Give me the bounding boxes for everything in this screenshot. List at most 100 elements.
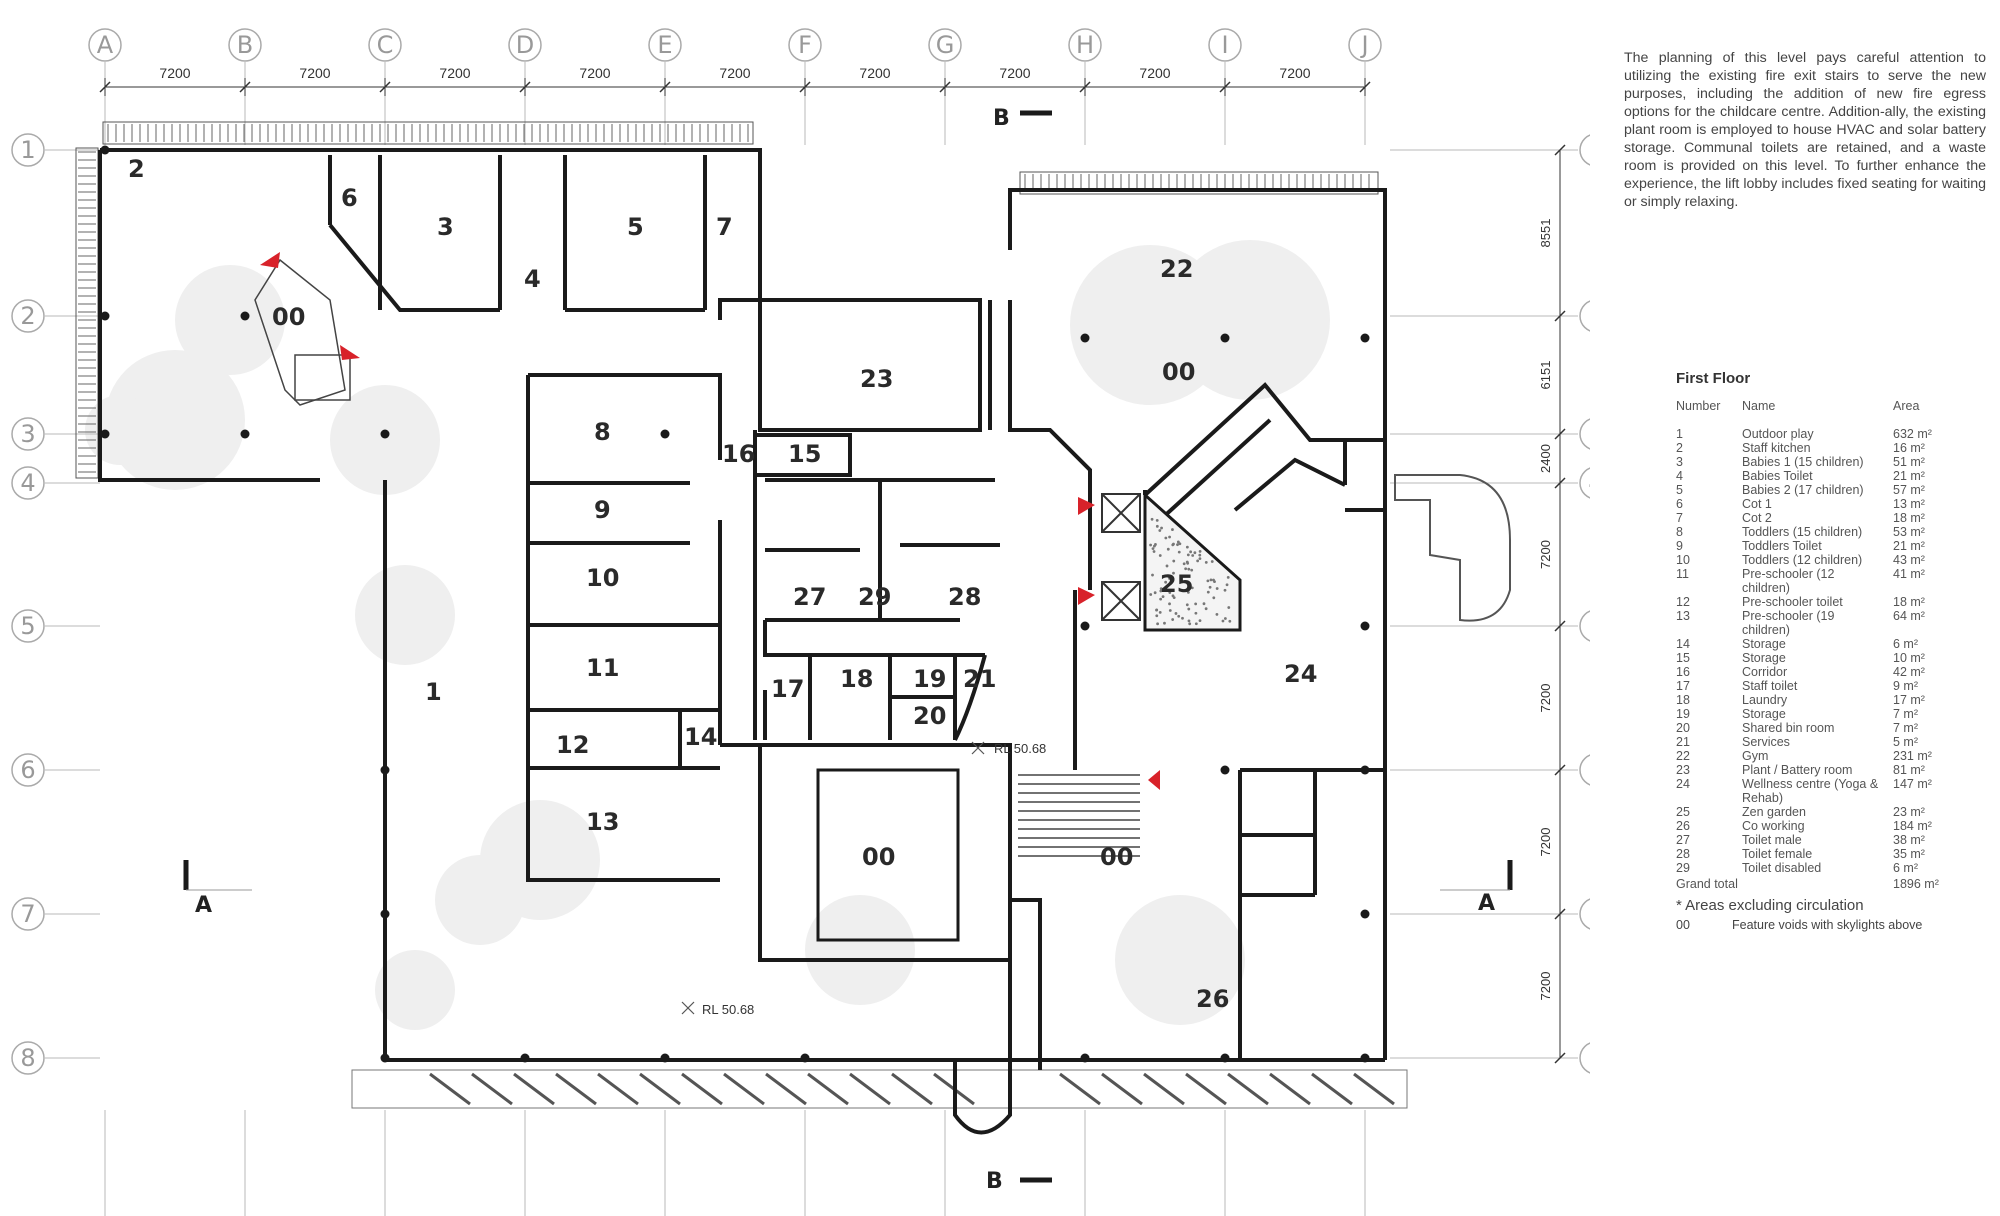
grid-bubble [1579,754,1590,786]
gravel-dot [1187,619,1191,623]
grid-bubble [1579,898,1590,930]
gravel-dot [1189,550,1193,554]
stair-00-right [1018,774,1140,857]
grid-column-label: G [936,31,955,59]
room-area: 632 m² [1893,427,1932,441]
gravel-dot [1172,559,1176,563]
direction-markers [260,252,1160,790]
zen-garden-gravel [1149,517,1232,626]
gravel-dot [1196,559,1200,563]
louvre [1353,1072,1395,1106]
dimension-tick [1554,620,1566,632]
dimension-value: 7200 [1279,65,1310,81]
schedule-header-name: Name [1742,399,1776,413]
gravel-dot [1152,550,1156,553]
louvre [1311,1072,1353,1106]
grid-row-label: 1 [20,136,35,164]
room-area: 57 m² [1893,483,1925,497]
gravel-dot [1155,614,1159,618]
gravel-dot [1221,619,1225,623]
gravel-dot [1151,573,1154,577]
gravel-dot [1204,607,1208,611]
level-label: RL 50.68 [994,741,1046,756]
grid-column-label: F [798,31,812,59]
room-name: Toilet female [1742,847,1813,861]
gravel-dot [1198,619,1202,622]
grid-bubble [11,897,45,931]
gravel-dot [1153,591,1157,595]
room-label-15: 15 [788,440,821,468]
grid-column-label: J [1359,31,1368,59]
column [1220,1053,1230,1063]
grid-row-label: 1 [1588,136,1590,164]
room-area: 53 m² [1893,525,1925,539]
room-area: 10 m² [1893,651,1925,665]
grid-bubble [1579,300,1590,332]
dimension-value: 7200 [1139,65,1170,81]
louvre [1101,1072,1143,1106]
column [660,1053,670,1063]
gravel-dot [1185,603,1189,607]
column [380,765,390,775]
room-labels: 1 2 3 4 5 6 7 8 9 10 11 12 13 14 15 16 1… [128,155,1317,1013]
grid-bubble [11,466,45,500]
gravel-dot [1155,608,1158,612]
gravel-dot [1227,606,1231,609]
room-name: Staff kitchen [1742,441,1811,455]
grid-row-label: 2 [1588,302,1590,330]
louvre [891,1072,933,1106]
grid-row-label: 2 [20,302,35,330]
section-label-a-left: A [195,893,212,918]
dimension-tick [1554,144,1566,156]
column [100,311,110,321]
column [660,429,670,439]
room-number: 14 [1676,637,1690,651]
gravel-dot [1171,618,1175,621]
louvre [765,1072,807,1106]
room-label-17: 17 [771,675,804,703]
column [240,429,250,439]
room-label-1: 1 [425,678,442,706]
grid-bubble [11,753,45,787]
gravel-dot [1223,588,1227,592]
gravel-dot [1155,518,1159,522]
gravel-dot [1182,562,1186,566]
room-number: 24 [1676,777,1690,791]
louvre [513,1072,555,1106]
room-number: 5 [1676,483,1683,497]
room-number: 22 [1676,749,1690,763]
gravel-dot [1225,583,1229,587]
gravel-dot [1210,560,1214,563]
column [1220,765,1230,775]
room-number: 13 [1676,609,1690,623]
gravel-dot [1155,524,1159,528]
gravel-dot [1174,612,1178,615]
column [800,1053,810,1063]
room-area: 18 m² [1893,595,1925,609]
grid-row-label: 5 [20,612,35,640]
gravel-dot [1226,576,1230,579]
gravel-dot [1188,622,1192,626]
structural-columns [100,145,1370,1063]
grid-lines [45,62,1578,1216]
grid-bubble [928,28,962,62]
room-number: 19 [1676,707,1690,721]
room-area: 43 m² [1893,553,1925,567]
room-number: 15 [1676,651,1690,665]
room-number: 23 [1676,763,1690,777]
room-label-28: 28 [948,583,981,611]
room-name: Co working [1742,819,1805,833]
room-number: 28 [1676,847,1690,861]
room-area: 147 m² [1893,777,1932,791]
grid-row-label: 7 [20,900,35,928]
grid-bubble [1208,28,1242,62]
room-label-9: 9 [594,496,611,524]
schedule-header-area: Area [1893,399,1920,413]
